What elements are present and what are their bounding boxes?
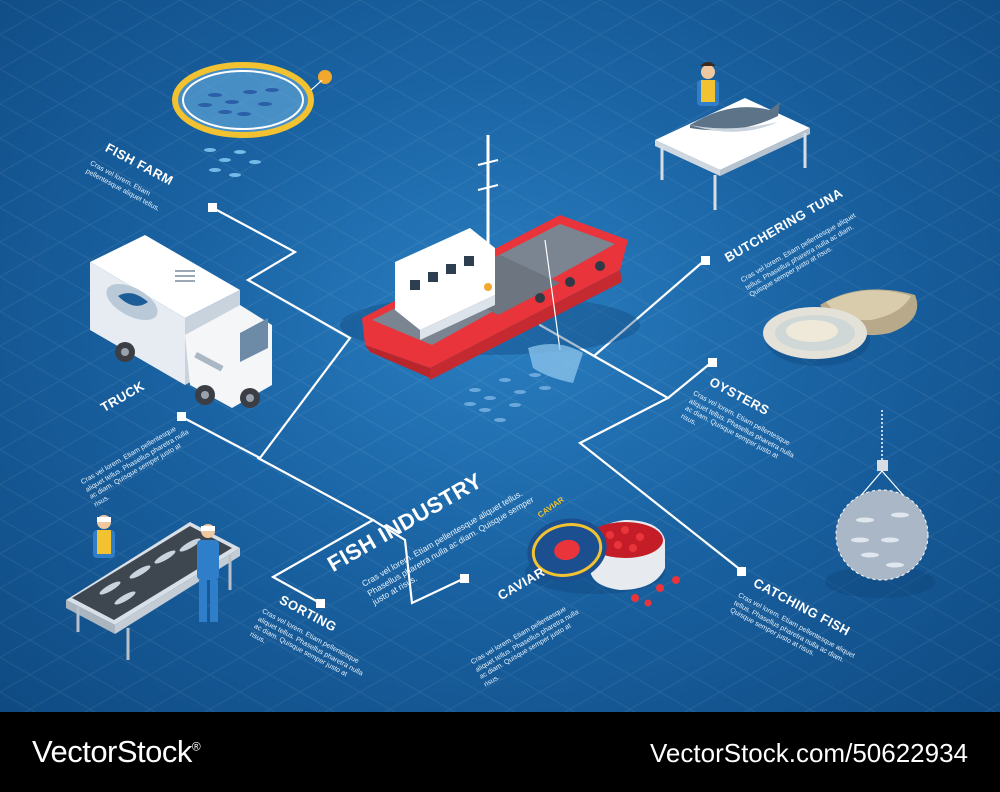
caviar-tin-label: CAVIAR: [536, 495, 566, 520]
oysters-illustration: [763, 289, 918, 366]
butchering-tuna-illustration: [655, 62, 810, 210]
fishing-boat-illustration: [340, 135, 640, 422]
catching-fish-illustration: [825, 410, 935, 598]
connector-dots: [177, 203, 746, 608]
infographic-canvas: FISH FARM Cras vel lorem. Etiam pellente…: [0, 0, 1000, 712]
truck-illustration: [90, 235, 272, 408]
sorting-illustration: [66, 515, 240, 660]
vectorstock-image-url: VectorStock.com/50622934: [650, 738, 968, 768]
caviar-illustration: [525, 518, 680, 607]
vectorstock-logo: VectorStock®: [32, 734, 201, 769]
footer-bar: VectorStock® VectorStock.com/50622934: [0, 712, 1000, 792]
fish-farm-illustration: [172, 62, 332, 177]
